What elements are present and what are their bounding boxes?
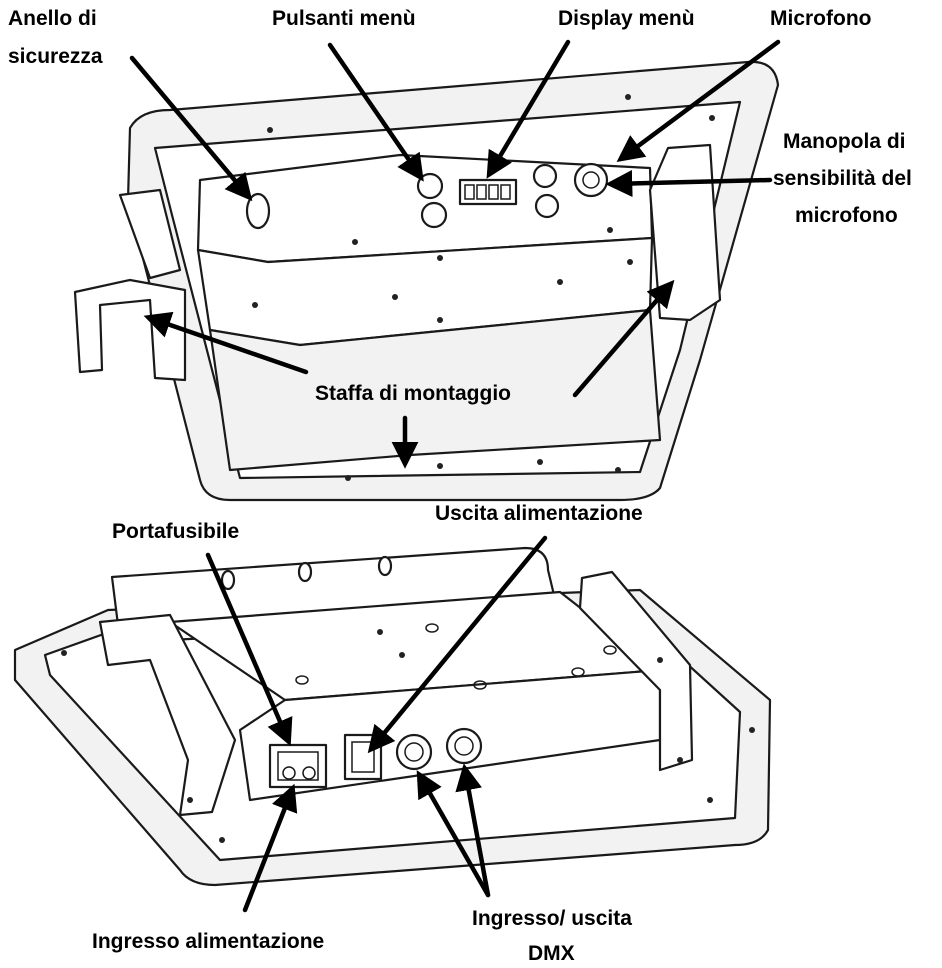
label-safety-ring-1: Anello di <box>8 7 97 30</box>
label-dmx-2: DMX <box>528 942 575 965</box>
label-menu-buttons: Pulsanti menù <box>272 7 416 30</box>
label-fuse-holder: Portafusibile <box>112 520 239 543</box>
label-mounting-bracket: Staffa di montaggio <box>315 382 511 405</box>
arrow-bracket-left <box>143 311 309 375</box>
label-dmx-1: Ingresso/ uscita <box>472 907 632 930</box>
top-fixture <box>73 60 780 502</box>
arrow-power-out <box>367 535 548 754</box>
label-power-in: Ingresso alimentazione <box>92 930 324 953</box>
arrow-bracket-right <box>572 279 675 398</box>
arrow-microphone <box>616 39 781 163</box>
label-safety-ring-2: sicurezza <box>8 45 103 68</box>
label-mic-knob-2: sensibilità del <box>773 167 912 190</box>
label-microphone: Microfono <box>770 7 871 30</box>
label-power-out: Uscita alimentazione <box>435 502 643 525</box>
label-mic-knob-3: microfono <box>795 204 898 227</box>
arrow-dmx-2 <box>455 763 491 898</box>
arrow-power-in <box>242 783 298 913</box>
arrow-fuse-holder <box>205 552 293 747</box>
labels: Anello di sicurezza Pulsanti menù Displa… <box>8 7 912 965</box>
label-mic-knob-1: Manopola di <box>783 130 906 153</box>
bottom-fixture <box>13 546 772 887</box>
arrow-mic-knob <box>605 169 773 197</box>
arrow-dmx-1 <box>416 770 491 898</box>
arrow-menu-display <box>486 39 571 179</box>
arrow-menu-buttons <box>327 42 424 182</box>
label-menu-display: Display menù <box>558 7 695 30</box>
callout-arrows <box>129 39 781 913</box>
arrow-safety-ring <box>129 55 253 202</box>
